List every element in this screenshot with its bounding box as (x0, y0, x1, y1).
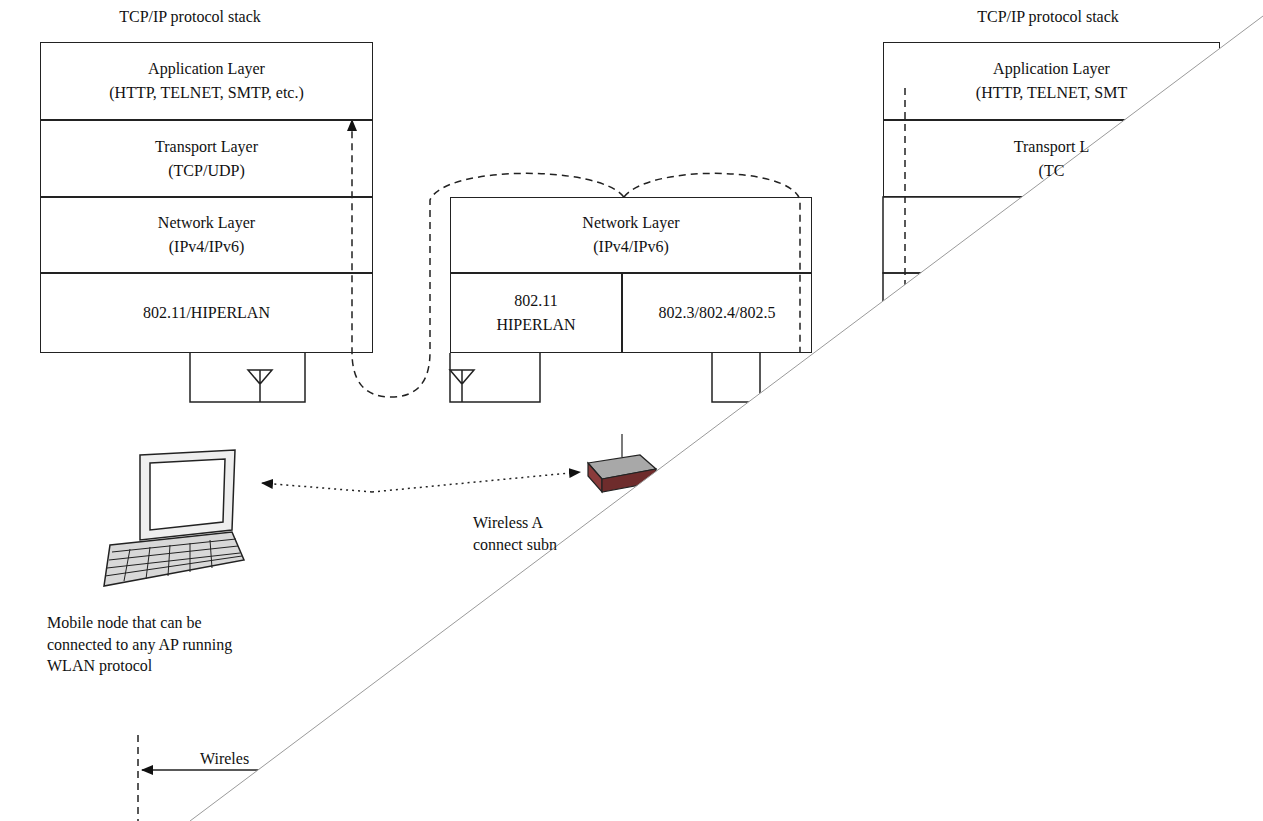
radio-link (262, 472, 580, 492)
protocol-list: (HTTP, TELNET, SMTP, etc.) (109, 81, 304, 105)
layer-name: 802.11 HIPERLAN (490, 289, 582, 337)
protocol-layer-box: 802.3/802.4/802.5 (622, 273, 812, 353)
protocol-list: (IPv4/IPv6) (593, 235, 669, 259)
node-caption: Mobile node that can be connected to any… (47, 612, 257, 677)
antenna-mount (190, 353, 760, 402)
layer-name: 802.3/802.4/802.5 (659, 301, 776, 325)
device-caption: Wireless A connect subn (473, 512, 557, 555)
link-label: Wireles (200, 748, 290, 770)
protocol-layer-box: Application Layer(HTTP, TELNET, SMTP, et… (40, 42, 373, 120)
stack-title: TCP/IP protocol stack (918, 6, 1178, 28)
protocol-list: (IPv4/IPv6) (169, 235, 245, 259)
protocol-list: (HTTP, TELNET, SMT (976, 81, 1127, 105)
protocol-layer-box: Network Layer(IPv4/IPv6) (40, 197, 373, 273)
layer-name: 802.11/HIPERLAN (143, 301, 270, 325)
protocol-layer-box: 802.11/HIPERLAN (40, 273, 373, 353)
protocol-layer-box: Transport Layer(TCP/UDP) (40, 120, 373, 197)
layer-name: Network Layer (158, 211, 255, 235)
protocol-layer-box: Network Layer(IPv4/IPv6) (450, 197, 812, 273)
layer-name: Application Layer (993, 57, 1110, 81)
stack-title: TCP/IP protocol stack (60, 6, 320, 28)
data-path (352, 120, 624, 397)
layer-name: Transport Layer (155, 135, 258, 159)
layer-name: Network Layer (582, 211, 679, 235)
protocol-list: (TCP/UDP) (168, 159, 244, 183)
layer-name: Application Layer (148, 57, 265, 81)
laptop-icon (104, 450, 244, 586)
protocol-layer-box: 802.11 HIPERLAN (450, 273, 622, 353)
protocol-list: (TC (1039, 159, 1065, 183)
layer-name: Transport L (1014, 135, 1089, 159)
